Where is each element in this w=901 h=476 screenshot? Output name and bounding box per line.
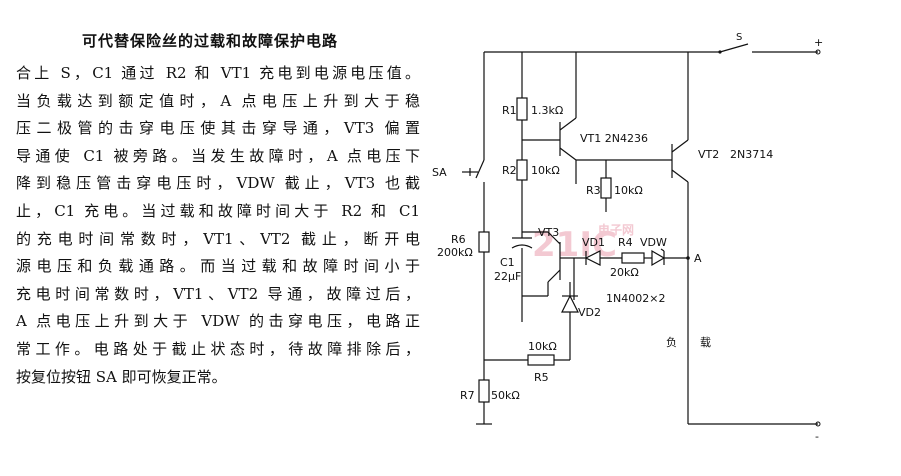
description-line: 导通使 C1 被旁路。当发生故障时，A 点电压下	[16, 146, 420, 165]
r6-value: 200kΩ	[437, 246, 473, 259]
resistor-r3	[600, 177, 612, 199]
load-label-2: 载	[700, 336, 711, 349]
diode-vd2	[561, 282, 579, 360]
page-title: 可代替保险丝的过载和故障保护电路	[82, 32, 339, 50]
resistor-r1	[516, 97, 528, 121]
description-line: A 点电压上升到大于 VDW 的击穿电压，电路正	[16, 312, 420, 331]
transistor-vt3	[522, 231, 574, 297]
description-line: 降到稳压管击穿电压时，VDW 截止，VT3 也截	[16, 174, 420, 193]
r5-label: R5	[534, 371, 549, 384]
r1-label: R1	[502, 104, 517, 117]
r2-label: R2	[502, 164, 517, 177]
description-line: 常工作。电路处于截止状态时，待故障排除后，	[16, 339, 420, 358]
diode-vd1	[584, 250, 622, 266]
capacitor-c1	[511, 232, 533, 322]
description-line: 充电时间常数时，VT1、VT2 导通，故障过后，	[16, 284, 420, 303]
vt3-label: VT3	[538, 226, 559, 239]
sa-switch	[462, 52, 485, 360]
resistor-r2	[516, 159, 528, 181]
r4-label: R4	[618, 236, 633, 249]
vt2-part-label: 2N3714	[730, 148, 773, 161]
c1-label: C1	[500, 256, 515, 269]
zener-vdw	[651, 248, 690, 267]
resistor-r7	[478, 379, 490, 403]
sa-label: SA	[432, 166, 447, 179]
description-line: 按复位按钮 SA 即可恢复正常。	[16, 367, 227, 386]
load-label-1: 负	[666, 335, 677, 349]
plus-terminal-label: +	[814, 36, 823, 49]
vt2-label: VT2	[698, 148, 719, 161]
vd2-label: VD2	[578, 306, 601, 319]
switch-s-label: S	[736, 32, 742, 43]
resistor-r6	[478, 231, 490, 253]
vd1-label: VD1	[582, 236, 605, 249]
transistor-vt2	[650, 52, 689, 424]
r5-value: 10kΩ	[528, 340, 557, 353]
top-rail	[484, 43, 821, 55]
vd-part-label: 1N4002×2	[606, 292, 665, 305]
description-line: 压二极管的击穿电压使其击穿导通，VT3 偏置	[16, 119, 420, 138]
description-line: 合上 S，C1 通过 R2 和 VT1 充电到电源电压值。	[16, 64, 420, 82]
c1-value: 22μF	[494, 270, 521, 283]
vdw-label: VDW	[640, 236, 667, 249]
r6-label: R6	[451, 233, 466, 246]
description-text: 合上 S，C1 通过 R2 和 VT1 充电到电源电压值。 当负载达到额定值时，…	[16, 60, 420, 391]
description-line: 源电压和负载通路。而当过载和故障时间小于	[16, 257, 420, 276]
transistor-vt1	[559, 52, 577, 184]
r7-label: R7	[460, 389, 475, 402]
r1-value: 1.3kΩ	[531, 104, 563, 117]
r3-label: R3	[586, 184, 601, 197]
r2-value: 10kΩ	[531, 164, 560, 177]
node-a-label: A	[694, 252, 702, 265]
resistor-r4	[621, 252, 645, 264]
bottom-rail	[688, 421, 821, 427]
description-line: 止，C1 充电。当过载和故障时间大于 R2 和 C1	[16, 201, 420, 220]
resistor-r5	[527, 354, 555, 366]
watermark-text: 电子网	[598, 222, 634, 237]
r7-value: 50kΩ	[491, 389, 520, 402]
r4-value: 20kΩ	[610, 266, 639, 279]
vt1-label: VT1 2N4236	[580, 132, 648, 145]
r3-value: 10kΩ	[614, 184, 643, 197]
minus-terminal-label: -	[815, 430, 819, 443]
description-line: 的充电时间常数时，VT1、VT2 截止，断开电	[16, 229, 420, 248]
description-line: 当负载达到额定值时，A 点电压上升到大于稳	[16, 91, 420, 110]
